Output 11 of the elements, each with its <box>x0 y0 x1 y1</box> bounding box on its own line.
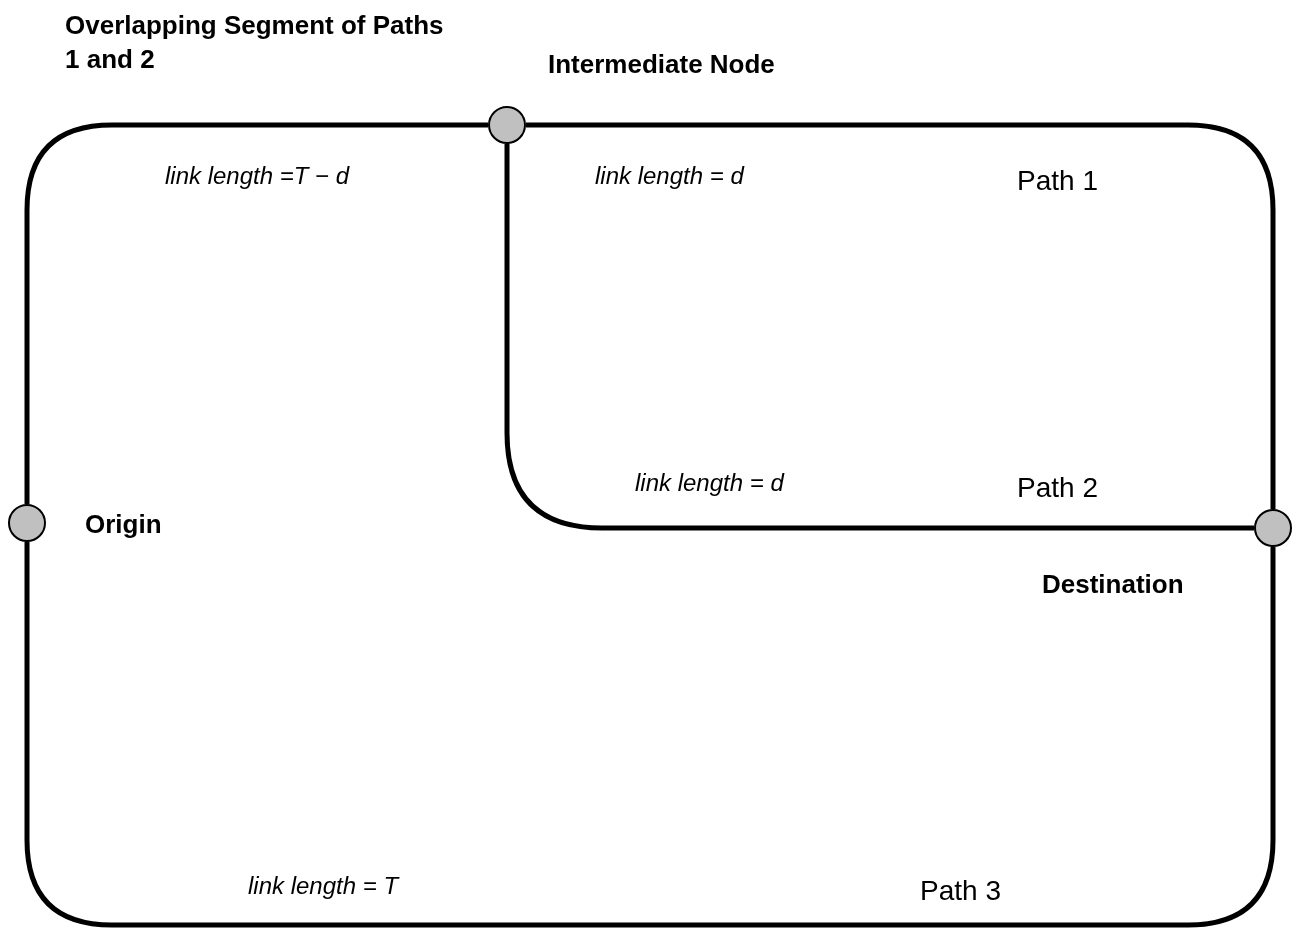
node-label: Intermediate Node <box>548 48 775 81</box>
path-line <box>24 122 488 504</box>
path-line <box>526 122 1276 509</box>
path-name: Path 2 <box>1017 471 1098 505</box>
path-name: Path 1 <box>1017 164 1098 198</box>
node-label: Origin <box>85 508 162 541</box>
path-line <box>504 144 1254 531</box>
path-line <box>24 542 1276 928</box>
segment-note: Overlapping Segment of Paths 1 and 2 <box>65 9 445 76</box>
node-label: Destination <box>1042 568 1184 601</box>
path-name: Path 3 <box>920 874 1001 908</box>
